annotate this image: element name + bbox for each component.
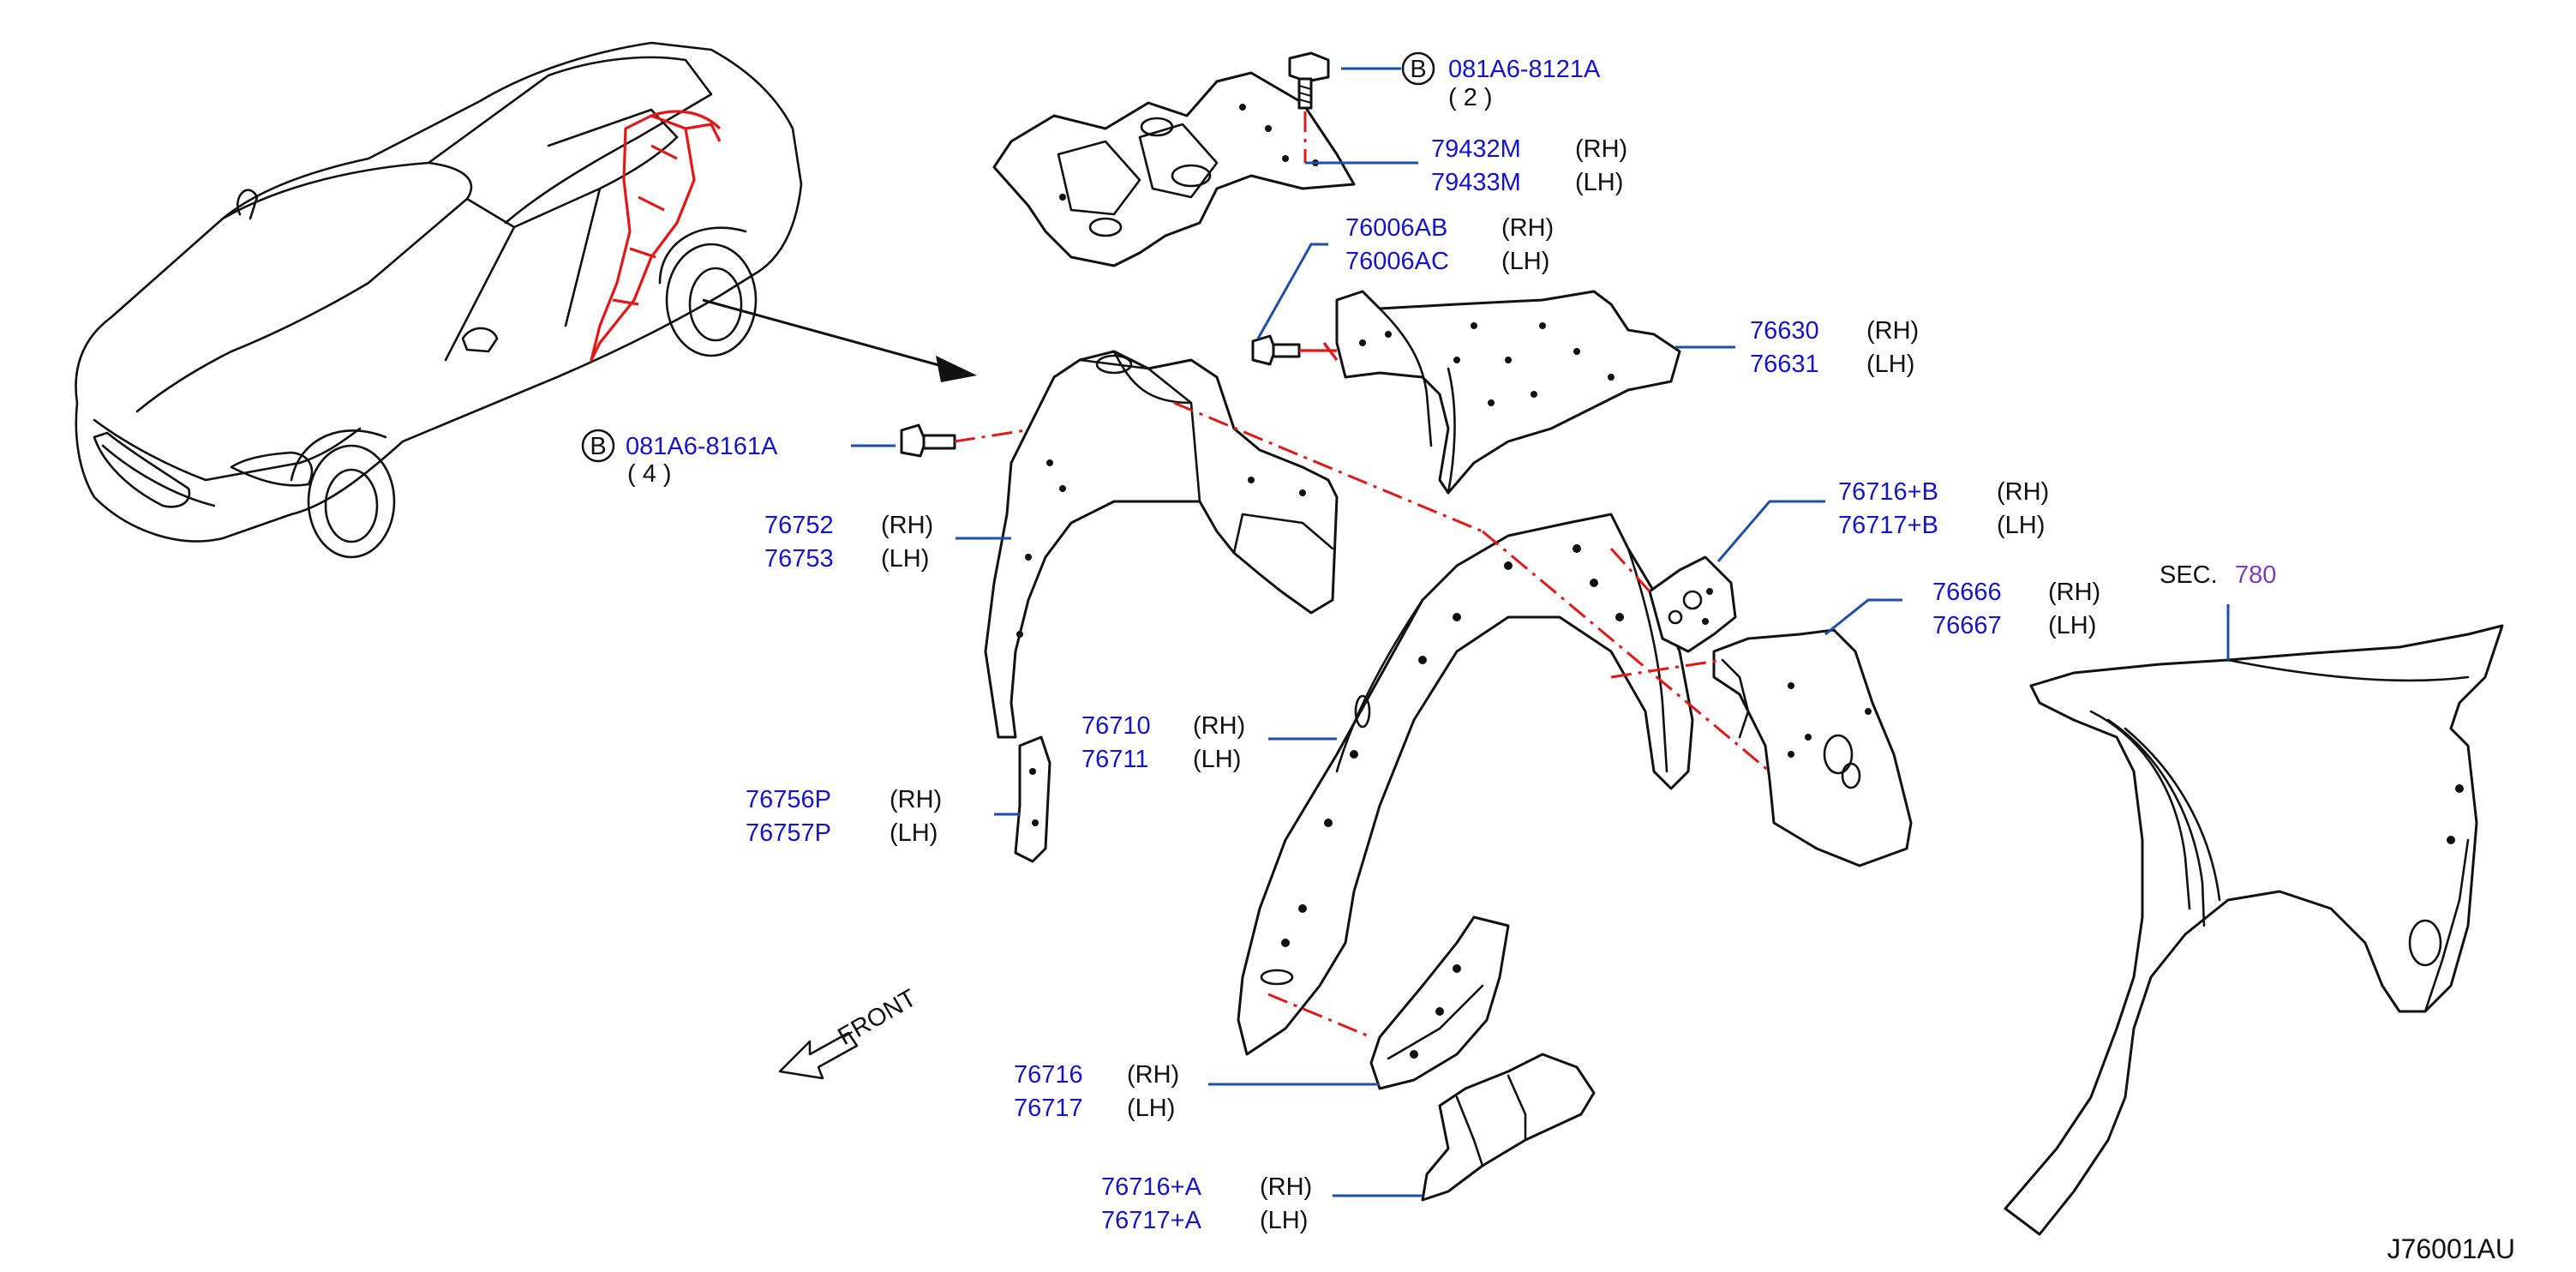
part-number-rh: 76666 bbox=[1932, 579, 2002, 606]
part-number-lh: 76753 bbox=[764, 545, 834, 573]
part-number-rh: 79432M bbox=[1431, 135, 1521, 163]
part-76630 bbox=[1335, 290, 1681, 495]
section-reference: SEC. 780 bbox=[2160, 561, 2276, 589]
side-rh: (RH) bbox=[2048, 579, 2100, 606]
part-76756p bbox=[1014, 735, 1051, 863]
callout-76710: 76710 (RH) 76711 (LH) bbox=[1081, 712, 1245, 773]
side-rh: (RH) bbox=[890, 786, 942, 813]
part-number-rh: 76716+A bbox=[1101, 1173, 1202, 1201]
part-number-lh: 76711 bbox=[1081, 746, 1149, 773]
part-76716a bbox=[1421, 1053, 1596, 1202]
badge-b-icon bbox=[1401, 51, 1435, 86]
part-number-lh: 76757P bbox=[746, 819, 831, 847]
part-number-lh: 76717+A bbox=[1101, 1207, 1202, 1234]
side-lh: (LH) bbox=[2048, 612, 2096, 639]
callout-76752: 76752 (RH) 76753 (LH) bbox=[764, 512, 933, 573]
part-number-lh: 76717 bbox=[1014, 1095, 1083, 1122]
callout-76756p: 76756P (RH) 76757P (LH) bbox=[746, 786, 942, 847]
callout-76716b: 76716+B (RH) 76717+B (LH) bbox=[1838, 478, 2049, 539]
part-76716b bbox=[1648, 555, 1737, 653]
side-lh: (LH) bbox=[1193, 746, 1241, 773]
side-lh: (LH) bbox=[881, 545, 929, 573]
side-rh: (RH) bbox=[1866, 317, 1919, 345]
callout-76666: 76666 (RH) 76667 (LH) bbox=[1932, 579, 2100, 639]
part-number-lh: 76631 bbox=[1750, 351, 1819, 378]
front-label: FRONT bbox=[834, 984, 922, 1051]
badge-letter: B bbox=[590, 433, 606, 460]
part-number-rh: 76756P bbox=[746, 786, 831, 813]
car-overview bbox=[75, 41, 803, 559]
callout-76716a: 76716+A (RH) 76717+A (LH) bbox=[1101, 1173, 1312, 1234]
alignment-lines bbox=[1173, 401, 1770, 1039]
leader-lines bbox=[851, 67, 2230, 1197]
bolt-081a6-8121a bbox=[1288, 51, 1330, 163]
side-rh: (RH) bbox=[1501, 214, 1554, 242]
section-number: 780 bbox=[2235, 561, 2276, 589]
part-number-rh: 76716 bbox=[1014, 1061, 1083, 1089]
part-number-lh: 76667 bbox=[1932, 612, 2002, 639]
side-lh: (LH) bbox=[1866, 351, 1914, 378]
side-rh: (RH) bbox=[1997, 478, 2049, 506]
part-number-lh: 76717+B bbox=[1838, 512, 1938, 539]
quantity: ( 4 ) bbox=[627, 460, 672, 488]
part-76752 bbox=[984, 350, 1339, 739]
callout-76006ab: 76006AB (RH) 76006AC (LH) bbox=[1345, 214, 1554, 275]
side-lh: (LH) bbox=[890, 819, 938, 847]
side-rh: (RH) bbox=[1260, 1173, 1312, 1201]
side-lh: (LH) bbox=[1127, 1095, 1175, 1122]
side-lh: (LH) bbox=[1501, 248, 1549, 275]
part-number-lh: 76006AC bbox=[1345, 248, 1449, 275]
side-lh: (LH) bbox=[1997, 512, 2045, 539]
diagram-code: J76001AU bbox=[2387, 1233, 2515, 1264]
callout-76630: 76630 (RH) 76631 (LH) bbox=[1750, 317, 1919, 378]
bolt-76006ab bbox=[1251, 334, 1339, 366]
part-number-rh: 76716+B bbox=[1838, 478, 1938, 506]
bolt-081a6-8161a bbox=[900, 423, 1038, 458]
front-indicator: FRONT bbox=[778, 984, 922, 1080]
badge-b-icon bbox=[581, 429, 615, 463]
part-sec-780-outer-panel bbox=[2004, 624, 2504, 1236]
part-number-rh: 76752 bbox=[764, 512, 834, 539]
side-lh: (LH) bbox=[1260, 1207, 1308, 1234]
part-number-rh: 76006AB bbox=[1345, 214, 1447, 242]
part-76716 bbox=[1369, 915, 1510, 1090]
part-number: 081A6-8121A bbox=[1448, 56, 1601, 83]
part-number: 081A6-8161A bbox=[626, 433, 778, 460]
part-number-rh: 76710 bbox=[1081, 712, 1151, 740]
quantity: ( 2 ) bbox=[1448, 84, 1493, 111]
callout-bolt-8121a: B 081A6-8121A ( 2 ) bbox=[1401, 51, 1601, 111]
part-76666 bbox=[1712, 628, 1913, 867]
front-arrow-icon bbox=[778, 1031, 859, 1080]
pointer-arrow bbox=[702, 298, 977, 382]
callout-bolt-8161a: B 081A6-8161A ( 4 ) bbox=[581, 429, 778, 488]
side-rh: (RH) bbox=[1575, 135, 1627, 163]
part-79432m bbox=[992, 71, 1356, 267]
part-number-lh: 79433M bbox=[1431, 169, 1521, 196]
part-number-rh: 76630 bbox=[1750, 317, 1819, 345]
callout-76716: 76716 (RH) 76717 (LH) bbox=[1014, 1061, 1179, 1122]
side-lh: (LH) bbox=[1575, 169, 1623, 196]
badge-letter: B bbox=[1410, 56, 1426, 83]
side-rh: (RH) bbox=[881, 512, 933, 539]
section-prefix: SEC. bbox=[2160, 561, 2218, 589]
side-rh: (RH) bbox=[1193, 712, 1245, 740]
side-rh: (RH) bbox=[1127, 1061, 1179, 1089]
callout-79432m: 79432M (RH) 79433M (LH) bbox=[1431, 135, 1627, 196]
